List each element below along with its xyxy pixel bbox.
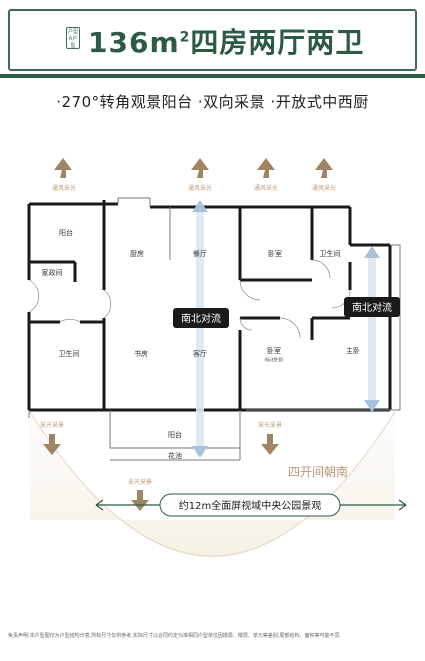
lighting-arrow-1 <box>43 434 61 455</box>
ventilation-label-1: 通风采光 <box>52 184 76 192</box>
title-box <box>8 9 417 71</box>
room-bathroom-left: 卫生间 <box>59 349 80 358</box>
room-laundry: 家政间 <box>42 268 63 277</box>
room-dining: 餐厅 <box>193 249 207 258</box>
ventilation-arrow-3 <box>257 158 275 178</box>
park-view-pill: 约12m全面屏视域中央公园景观 <box>95 493 407 517</box>
ventilation-label-4: 通风采光 <box>312 184 336 192</box>
four-bays-label: 四开间朝南 <box>288 464 348 479</box>
unit-tag: 户型 A户型 <box>66 27 80 49</box>
north-south-label-2: 南北对流 <box>344 297 400 317</box>
room-kitchen: 厨房 <box>130 249 144 258</box>
lighting-arrow-2 <box>261 434 279 455</box>
lighting-arrow-3 <box>131 490 149 511</box>
room-study: 书房 <box>134 349 148 358</box>
thin-lines <box>28 197 401 461</box>
view-arc-outline <box>29 411 396 557</box>
disclaimer: 免责声明:本户型图仅为户型结构示意,所标尺寸仅供参考,实际尺寸以合同约定为准相同… <box>8 633 340 639</box>
lighting-label-1: 采光采景 <box>40 421 64 429</box>
title-underline <box>0 74 425 78</box>
room-living: 客厅 <box>193 349 207 358</box>
features-line: ·270°转角观景阳台 ·双向采景 ·开放式中西厨 <box>56 93 369 111</box>
ventilation-arrow-1 <box>54 158 72 178</box>
outer-walls <box>27 200 392 412</box>
lighting-label-3: 采光采景 <box>128 478 152 486</box>
ventilation-label-2: 通风采光 <box>188 184 212 192</box>
door-swings <box>28 259 351 339</box>
room-bathroom-top: 卫生间 <box>320 249 341 258</box>
north-south-label-1: 南北对流 <box>173 308 229 328</box>
ventilation-label-3: 通风采光 <box>254 184 278 192</box>
page-title: 136m2四房两厅两卫 <box>88 26 365 59</box>
svg-text:南北对流: 南北对流 <box>181 312 221 325</box>
north-south-arrow-2 <box>364 246 380 412</box>
north-south-arrow-1 <box>192 200 208 458</box>
ventilation-arrow-4 <box>315 158 333 178</box>
svg-text:南北对流: 南北对流 <box>352 301 392 314</box>
view-arc <box>30 410 395 558</box>
room-bedroom-mid: 卧室 <box>267 346 281 355</box>
room-master: 主卧 <box>346 346 360 355</box>
room-balcony-bottom: 阳台 <box>168 430 182 439</box>
room-bedroom-top: 卧室 <box>268 249 282 258</box>
room-bedroom-mid-note: (标注卧室) <box>264 356 284 362</box>
room-balcony-top: 阳台 <box>59 228 73 237</box>
room-planter: 花池 <box>168 451 182 460</box>
ventilation-arrow-2 <box>191 158 209 178</box>
lighting-label-2: 采光采景 <box>258 421 282 429</box>
svg-text:约12m全面屏视域中央公园景观: 约12m全面屏视域中央公园景观 <box>179 499 321 512</box>
